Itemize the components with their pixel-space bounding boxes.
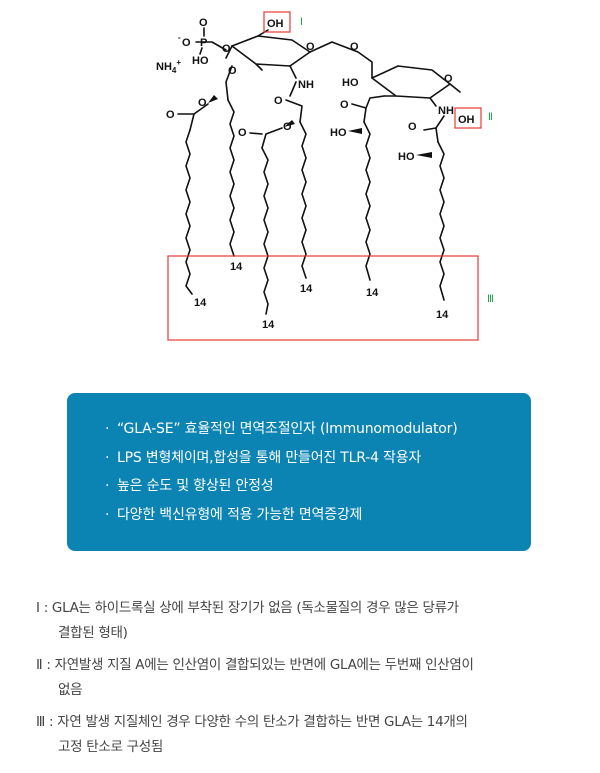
chain-d-count: 14 <box>300 283 313 295</box>
carbonyl-o-5: O <box>408 121 417 133</box>
chain-e <box>363 121 371 281</box>
acyl-heads: O O O O O O O HO O HO <box>166 65 445 163</box>
oh-top-label: OH <box>267 18 284 30</box>
roman-marker-1: Ⅰ <box>300 17 303 28</box>
note-line1: : 자연발생 지질 A에는 인산염이 결합되있는 반면에 GLA에는 두번째 인… <box>46 657 474 673</box>
red-box-2 <box>454 107 482 129</box>
note-marker: Ⅲ <box>36 714 46 730</box>
ring-o-left: O <box>306 41 315 53</box>
hydroxyl-right: OH Ⅱ <box>454 107 493 129</box>
ammonium-label: NH4+ <box>156 58 181 75</box>
info-item: · “GLA-SE” 효율적인 면역조절인자 (Immunomodulator) <box>105 415 458 444</box>
ester-o-3: O <box>283 121 292 133</box>
carbonyl-o-4: O <box>340 99 349 111</box>
ho-ring: HO <box>342 77 359 89</box>
ho-chain-d: HO <box>398 151 415 163</box>
hydroxyl-top: OH Ⅰ <box>263 11 303 33</box>
chain-b <box>227 99 235 257</box>
bullet: · <box>105 449 110 466</box>
info-item-text: 다양한 백신유형에 적용 가능한 면역증강제 <box>117 506 363 523</box>
phosphate-o-top: O <box>199 17 208 29</box>
ring-o-right: O <box>444 73 453 85</box>
info-item-text: LPS 변형체이며,합성을 통해 만들어진 TLR-4 작용자 <box>117 449 422 466</box>
note-line2: 없음 <box>58 682 83 698</box>
phosphate-p: P <box>200 37 207 49</box>
chain-c-count: 14 <box>262 319 275 331</box>
chain-f-count: 14 <box>436 309 449 321</box>
bullet: · <box>105 506 110 523</box>
carbonyl-o-2: O <box>274 95 283 107</box>
chain-f <box>437 141 445 301</box>
oh-right-label: OH <box>458 114 475 126</box>
chain-a <box>185 129 193 295</box>
note-line2: 결합된 형태) <box>58 625 128 641</box>
info-box: ·“GLA-SE” 효율적인 면역조절인자 (Immunomodulator) … <box>67 393 531 551</box>
note-1: Ⅰ : GLA는 하이드록실 상에 부착된 장기가 없음 (독소물질의 경우 많… <box>36 596 576 646</box>
red-box-1 <box>263 11 291 33</box>
info-item: · 높은 순도 및 향상된 안정성 <box>105 472 457 501</box>
right-sugar-ring <box>309 41 461 107</box>
phosphate-group: O - P O HO O NH4+ <box>156 17 231 75</box>
red-box-3 <box>167 255 479 341</box>
roman-marker-2: Ⅱ <box>488 112 493 123</box>
carbonyl-o-1: O <box>166 109 175 121</box>
ester-o-1: O <box>228 65 237 77</box>
note-line2: 고정 탄소로 구성됨 <box>58 739 163 755</box>
note-3: Ⅲ : 자연 발생 지질체인 경우 다양한 수의 탄소가 결합하는 반면 GLA… <box>36 710 576 760</box>
glycosidic-o: O <box>350 41 359 53</box>
chain-a-count: 14 <box>194 297 207 309</box>
notes-section: Ⅰ : GLA는 하이드록실 상에 부착된 장기가 없음 (독소물질의 경우 많… <box>36 596 576 760</box>
ester-o-2: O <box>198 97 207 109</box>
bullet: · <box>105 478 110 494</box>
nh-right: NH <box>438 105 454 117</box>
chain-b-count: 14 <box>230 261 243 273</box>
info-item-text: 높은 순도 및 향상된 안정성 <box>117 478 274 494</box>
note-line1: : GLA는 하이드록실 상에 부착된 장기가 없음 (독소물질의 경우 많은 … <box>43 600 459 616</box>
ho-chain-c: HO <box>330 127 347 139</box>
chain-d <box>299 121 307 279</box>
phosphate-ho: HO <box>192 55 209 67</box>
phosphate-o-bridge: O <box>222 43 231 55</box>
note-marker: Ⅱ <box>36 657 43 673</box>
bullet: · <box>105 421 110 437</box>
carbonyl-o-3: O <box>238 127 247 139</box>
phosphate-ominus: O <box>182 37 191 49</box>
nh-left: NH <box>298 79 314 91</box>
note-2: Ⅱ : 자연발생 지질 A에는 인산염이 결합되있는 반면에 GLA에는 두번째… <box>36 653 576 703</box>
note-line1: : 자연 발생 지질체인 경우 다양한 수의 탄소가 결합하는 반면 GLA는 … <box>49 714 468 730</box>
info-list: ·“GLA-SE” 효율적인 면역조절인자 (Immunomodulator) … <box>105 415 458 530</box>
chain-e-count: 14 <box>366 287 379 299</box>
left-sugar-ring <box>225 29 311 79</box>
info-item-text: “GLA-SE” 효율적인 면역조절인자 (Immunomodulator) <box>117 421 458 437</box>
info-item: · 다양한 백신유형에 적용 가능한 면역증강제 <box>105 501 457 530</box>
info-item: · LPS 변형체이며,합성을 통해 만들어진 TLR-4 작용자 <box>105 444 457 473</box>
roman-marker-3: Ⅲ <box>487 294 494 305</box>
gla-structure-diagram: O - P O HO O NH4+ OH Ⅰ O O O OH Ⅱ NH NH … <box>156 11 494 341</box>
phosphate-minus: - <box>178 33 181 42</box>
chain-c <box>261 147 269 315</box>
note-marker: Ⅰ <box>36 600 40 616</box>
fatty-acid-chains <box>185 99 445 315</box>
